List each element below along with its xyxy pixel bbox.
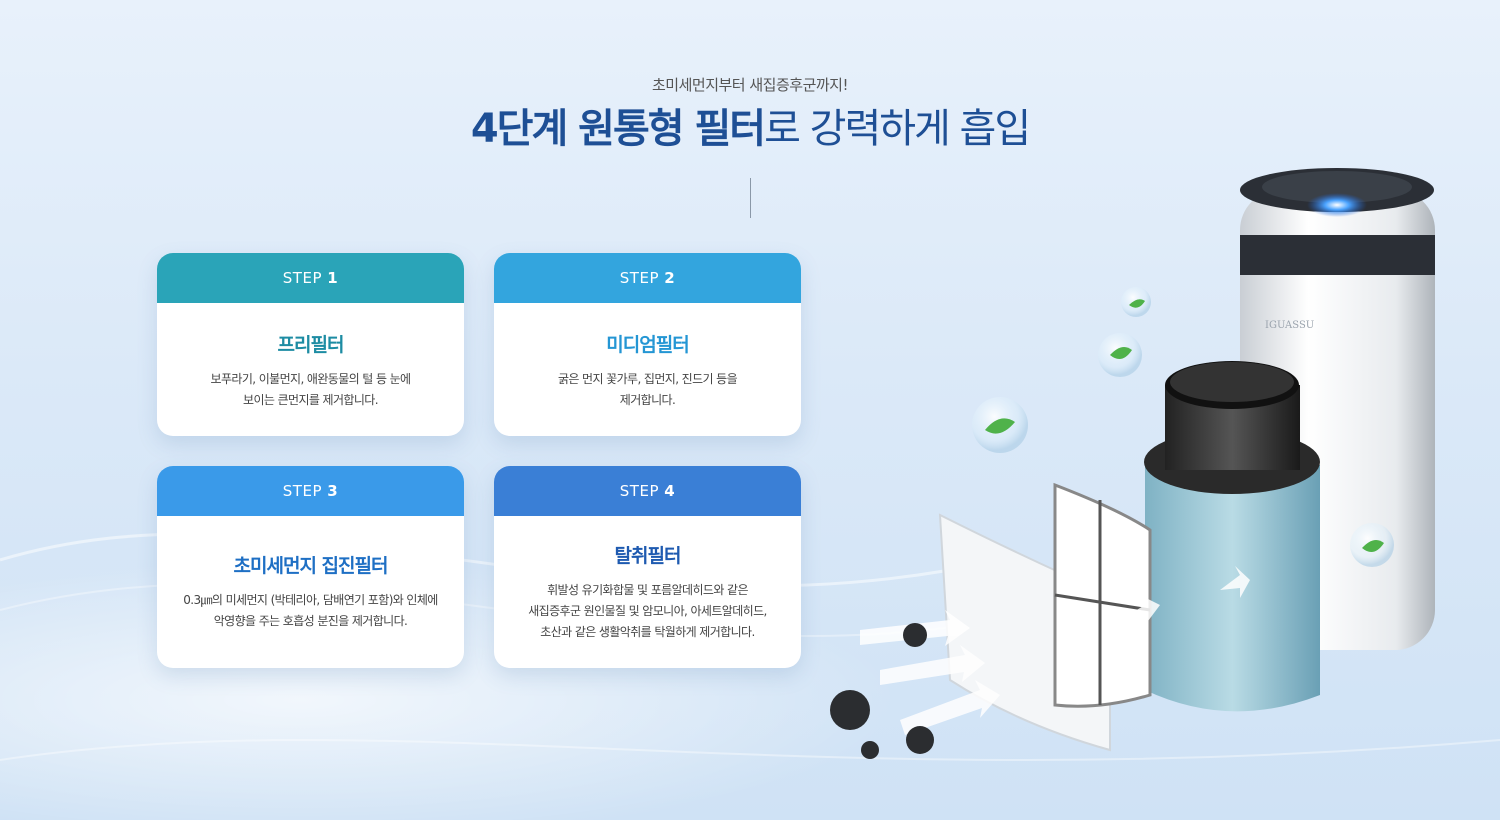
leaf-bubble-icon [972, 287, 1394, 567]
product-illustration: IGUASSU [830, 168, 1435, 759]
step-header: STEP 2 [494, 253, 801, 303]
title-strong: 4단계 원통형 필터 [470, 106, 766, 152]
filter-cylinder [1144, 361, 1320, 712]
filter-name: 프리필터 [277, 334, 345, 356]
brand-text: IGUASSU [1265, 320, 1314, 331]
filter-name: 초미세먼지 집진필터 [233, 555, 389, 577]
step-header: STEP 1 [157, 253, 464, 303]
subtitle: 초미세먼지부터 새집증후군까지! [652, 76, 848, 94]
title-divider [750, 178, 751, 218]
filter-name: 탈취필터 [614, 545, 682, 567]
dust-particle-icon [830, 623, 934, 759]
header: 초미세먼지부터 새집증후군까지! 4단계 원통형 필터로 강력하게 흡입 [0, 74, 1500, 149]
page-title: 4단계 원통형 필터로 강력하게 흡입 [0, 109, 1500, 149]
step-header: STEP 3 [157, 466, 464, 516]
step-header: STEP 4 [494, 466, 801, 516]
filter-name: 미디엄필터 [606, 334, 689, 356]
title-light: 로 강력하게 흡입 [764, 106, 1031, 152]
step-card-3: STEP 3 초미세먼지 집진필터 0.3㎛의 미세먼지 (박테리아, 담배연기… [157, 466, 464, 668]
